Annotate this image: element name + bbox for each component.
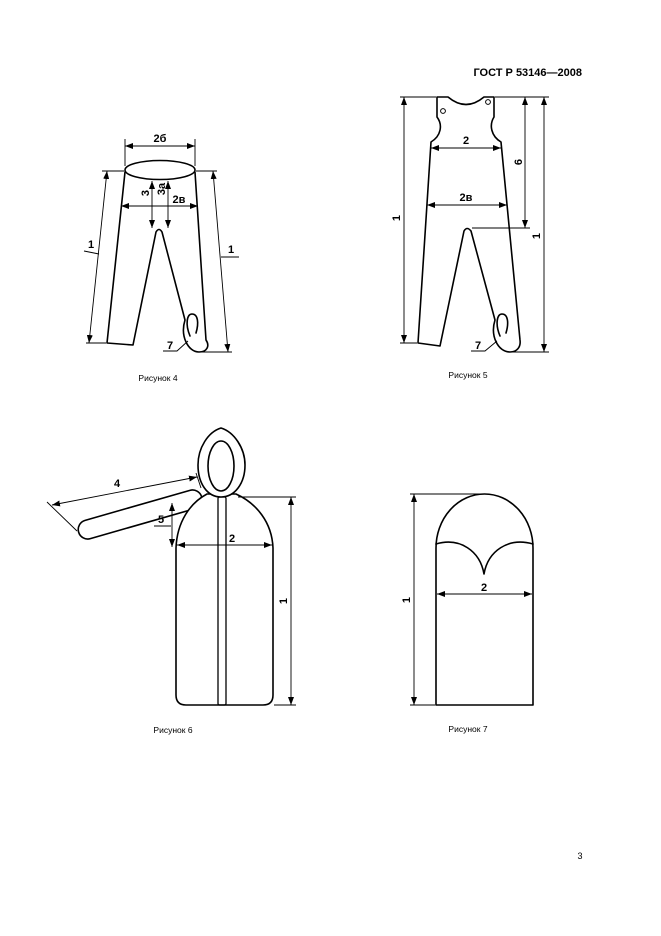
label-length: 1 [278, 598, 290, 604]
label-foot: 7 [167, 340, 173, 352]
dim-line-side-length-right [210, 170, 231, 353]
trousers-waistband [124, 159, 196, 181]
label-hip-width: 2в [173, 194, 186, 206]
dim-line-side-length-left [86, 170, 110, 344]
figure-4-trousers: 2б 3 3а 2в 1 1 7 Рисунок 4 [83, 133, 239, 383]
hood-outer [197, 427, 246, 498]
ext-line [195, 472, 202, 489]
bag-body [175, 493, 274, 706]
envelope-hood-seam [435, 541, 534, 575]
leader-line [471, 340, 498, 352]
page-number: 3 [577, 851, 582, 861]
label-bib-height: 6 [513, 159, 525, 165]
envelope-outline [435, 493, 534, 706]
figure-4-caption: Рисунок 4 [138, 373, 177, 383]
hood-opening [207, 440, 235, 492]
dim-line-sleeve-length [51, 475, 198, 507]
strap-button-left [440, 108, 446, 114]
label-width: 2 [229, 533, 235, 545]
label-sleeve-length: 4 [114, 478, 121, 490]
label-chest-width: 2 [463, 135, 469, 147]
leader-line [163, 340, 189, 352]
trousers-foot-loop [186, 313, 199, 337]
ext-line [46, 501, 78, 532]
figure-7-envelope: 2 1 Рисунок 7 [401, 493, 534, 734]
standard-code-header: ГОСТ Р 53146—2008 [473, 67, 582, 79]
label-top-width: 2б [154, 133, 167, 145]
label-rise-a: 3а [156, 182, 168, 195]
figure-5-overalls: 2 2в 6 1 1 7 Рисунок 5 [391, 96, 549, 380]
label-length: 1 [401, 597, 413, 603]
label-length-right: 1 [531, 233, 543, 239]
leader-line [83, 250, 100, 255]
trousers-outline [106, 171, 209, 353]
label-rise: 3 [140, 190, 152, 196]
label-foot: 7 [475, 340, 481, 352]
label-length-left: 1 [391, 215, 403, 221]
label-shoulder-height: 5 [158, 514, 164, 526]
figure-6-caption: Рисунок 6 [153, 725, 192, 735]
figure-7-caption: Рисунок 7 [448, 724, 487, 734]
label-side-length-right: 1 [228, 244, 234, 256]
label-hip-width: 2в [460, 192, 473, 204]
overalls-outline [417, 96, 521, 353]
label-side-length-left: 1 [88, 239, 94, 251]
figure-5-caption: Рисунок 5 [448, 370, 487, 380]
strap-button-right [485, 99, 491, 105]
overalls-foot-loop [496, 313, 509, 337]
label-width: 2 [481, 582, 487, 594]
figure-6-hooded-bag: 4 5 2 1 Рисунок 6 [46, 427, 296, 735]
